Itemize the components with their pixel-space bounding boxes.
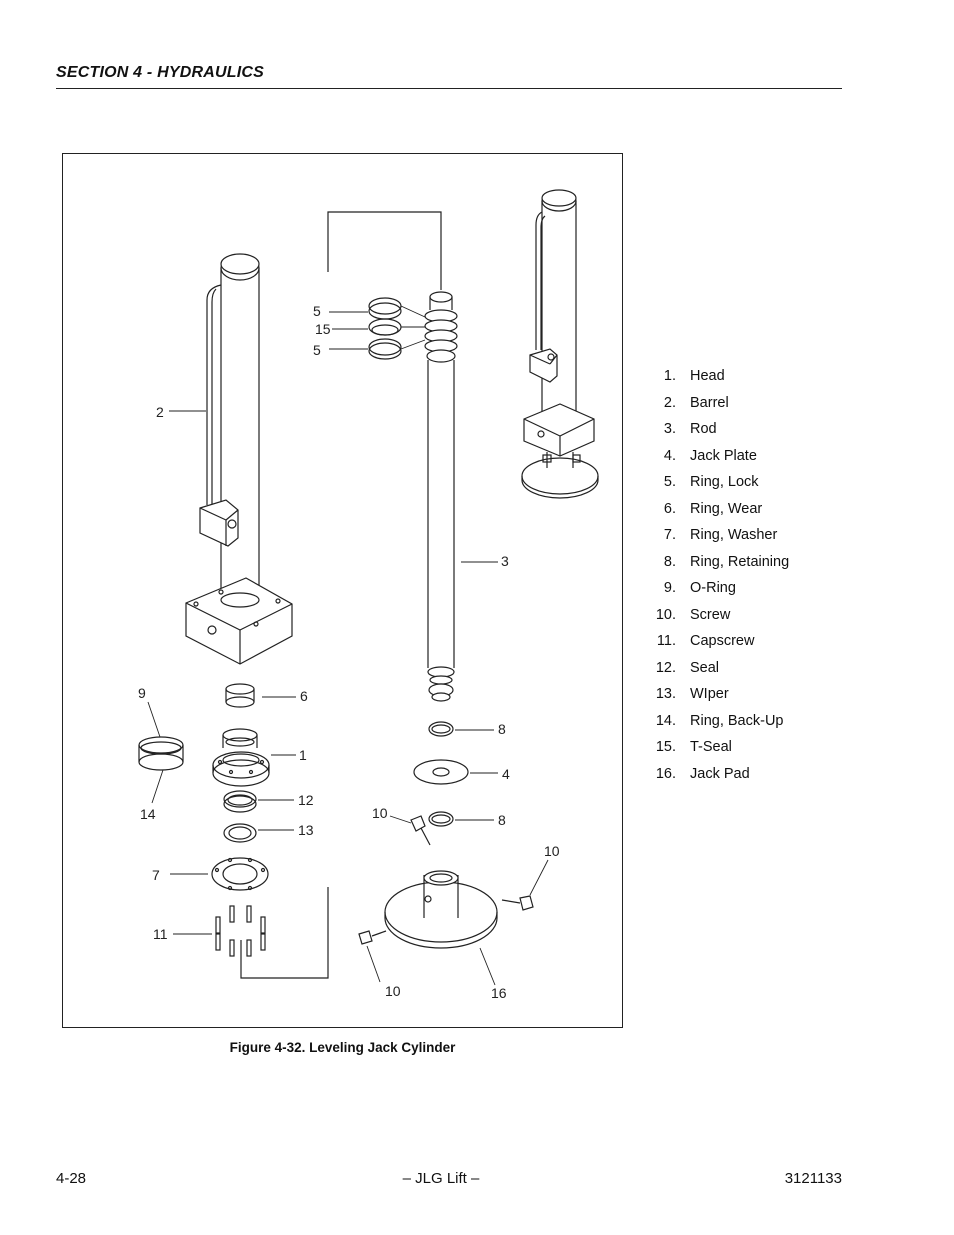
leader-lines xyxy=(147,305,549,986)
part-number: 11. xyxy=(656,633,676,649)
callout-1: 1 xyxy=(299,747,307,763)
part-number: 13. xyxy=(655,686,676,702)
page-number: 4-28 xyxy=(56,1170,87,1187)
part-number: 6. xyxy=(663,500,676,517)
part-number: 12. xyxy=(655,659,676,676)
capscrews-drawing xyxy=(215,905,266,957)
washer-ring-drawing xyxy=(211,857,269,891)
callout-5-upper: 5 xyxy=(313,303,321,319)
callout-13: 13 xyxy=(298,822,314,838)
part-name: Capscrew xyxy=(690,633,755,649)
part-name: Jack Plate xyxy=(690,447,757,464)
callout-8-upper: 8 xyxy=(498,721,506,737)
part-name: Rod xyxy=(690,421,717,437)
wear-ring-drawing xyxy=(225,683,255,708)
part-name: Seal xyxy=(690,659,720,676)
screws-drawing xyxy=(358,815,534,945)
part-number: 1. xyxy=(663,368,676,384)
figure-frame xyxy=(62,153,623,1028)
seal-drawing xyxy=(223,790,257,813)
part-number: 3. xyxy=(663,421,676,437)
callout-15: 15 xyxy=(315,321,331,337)
callout-12: 12 xyxy=(298,792,314,808)
footer-publisher: – JLG Lift – xyxy=(402,1170,480,1187)
callout-16: 16 xyxy=(491,985,507,1001)
part-number: 10. xyxy=(655,606,676,623)
part-name: T-Seal xyxy=(690,739,732,755)
callout-3: 3 xyxy=(501,553,509,569)
jack-pad-drawing xyxy=(384,870,498,949)
barrel-drawing xyxy=(185,253,293,665)
wiper-drawing xyxy=(223,823,257,843)
section-title: SECTION 4 - HYDRAULICS xyxy=(56,64,264,81)
header-divider xyxy=(56,88,842,89)
callout-10-right: 10 xyxy=(544,843,560,859)
callout-5-lower: 5 xyxy=(313,342,321,358)
assembled-cylinder-drawing xyxy=(521,189,599,499)
part-number: 15. xyxy=(655,739,676,755)
part-name: Screw xyxy=(690,606,731,623)
part-name: Ring, Washer xyxy=(690,527,778,543)
callout-2: 2 xyxy=(156,404,164,420)
part-name: Ring, Wear xyxy=(690,500,763,517)
retaining-ring-lower-drawing xyxy=(428,811,454,827)
part-name: WIper xyxy=(690,686,729,702)
lock-rings-drawing xyxy=(368,297,402,360)
callout-10-bottom: 10 xyxy=(385,983,401,999)
part-number: 14. xyxy=(655,712,676,729)
document-number: 3121133 xyxy=(784,1170,842,1187)
part-name: Ring, Retaining xyxy=(690,553,790,570)
rod-drawing xyxy=(424,291,458,702)
part-number: 16. xyxy=(655,765,676,782)
part-number: 8. xyxy=(663,553,676,570)
o-ring-drawing xyxy=(138,736,184,771)
callout-9: 9 xyxy=(138,685,146,701)
callout-6: 6 xyxy=(300,688,308,704)
part-number: 5. xyxy=(663,474,676,490)
assembly-bracket-bottom xyxy=(240,887,329,979)
part-name: Ring, Lock xyxy=(690,474,759,490)
jack-plate-drawing xyxy=(413,759,469,785)
part-name: Head xyxy=(690,368,725,384)
head-drawing xyxy=(212,728,270,787)
part-number: 2. xyxy=(663,394,676,411)
part-number: 4. xyxy=(663,447,676,464)
callout-10-left: 10 xyxy=(372,805,388,821)
callout-11: 11 xyxy=(153,926,168,942)
part-number: 9. xyxy=(663,580,676,596)
part-name: Jack Pad xyxy=(690,765,750,782)
part-name: Barrel xyxy=(690,394,729,411)
callout-8-lower: 8 xyxy=(498,812,506,828)
callout-4: 4 xyxy=(502,766,510,782)
part-number: 7. xyxy=(663,527,676,543)
callout-14: 14 xyxy=(140,806,156,822)
callout-7: 7 xyxy=(152,867,160,883)
part-name: O-Ring xyxy=(690,580,736,596)
assembly-bracket-top xyxy=(327,211,442,290)
retaining-ring-upper-drawing xyxy=(428,721,454,737)
figure-caption: Figure 4-32. Leveling Jack Cylinder xyxy=(229,1040,456,1055)
part-name: Ring, Back-Up xyxy=(690,712,784,729)
